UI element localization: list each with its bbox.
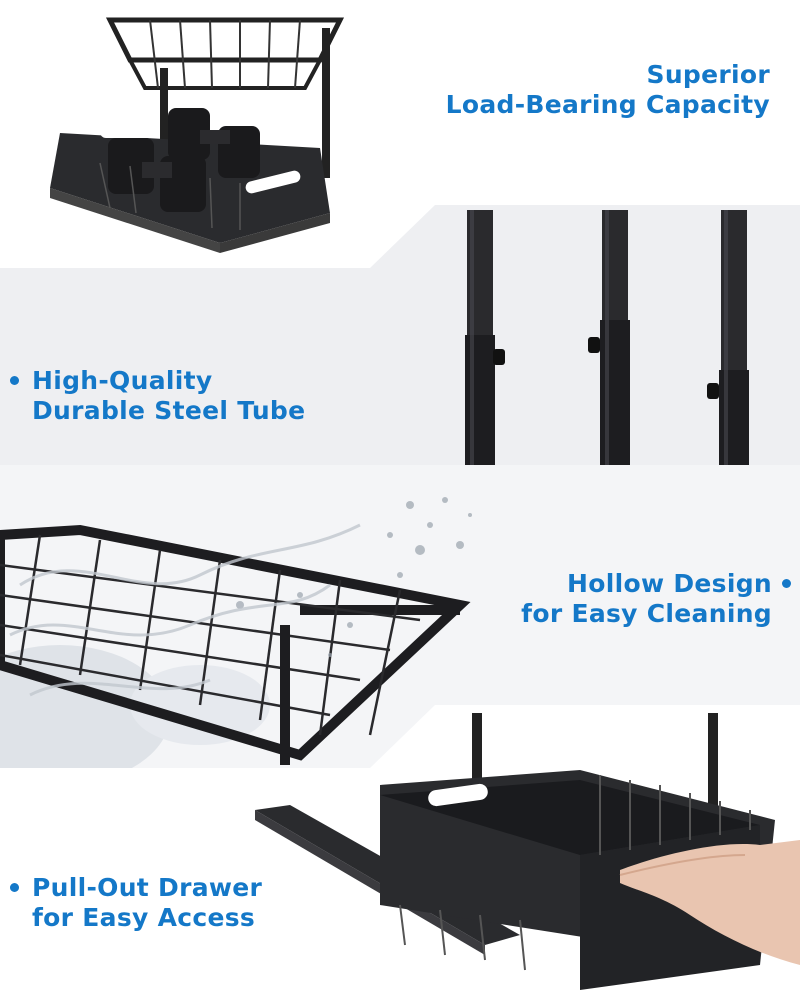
feature-caption-line: Durable Steel Tube <box>32 396 306 425</box>
feature-caption-line: Pull-Out Drawer <box>32 873 263 902</box>
feature-caption-line: Hollow Design <box>567 569 772 598</box>
feature-caption-4: Pull-Out Drawer for Easy Access <box>32 873 262 933</box>
steel-tube-icon <box>465 210 749 467</box>
bullet-icon <box>10 883 19 892</box>
feature-caption-2: High-Quality Durable Steel Tube <box>32 366 305 426</box>
feature-caption-line: for Easy Access <box>32 903 256 932</box>
feature-panel-steel-tube <box>0 205 800 467</box>
bullet-icon <box>782 579 791 588</box>
feature-caption-line: High-Quality <box>32 366 213 395</box>
feature-panel-hollow-design <box>0 465 800 770</box>
wire-basket-water-icon <box>0 497 472 770</box>
feature-caption-line: Superior <box>646 60 770 89</box>
feature-caption-3: Hollow Design for Easy Cleaning <box>521 569 772 629</box>
feature-caption-1: Superior Load-Bearing Capacity <box>446 60 770 120</box>
rack-with-dumbbells-icon <box>50 17 345 253</box>
feature-panel-load-bearing <box>0 0 800 268</box>
pull-out-drawer-icon <box>255 713 800 990</box>
bullet-icon <box>10 376 19 385</box>
feature-caption-line: for Easy Cleaning <box>521 599 772 628</box>
feature-caption-line: Load-Bearing Capacity <box>445 90 770 119</box>
feature-panel-pull-out-drawer <box>0 705 800 1000</box>
